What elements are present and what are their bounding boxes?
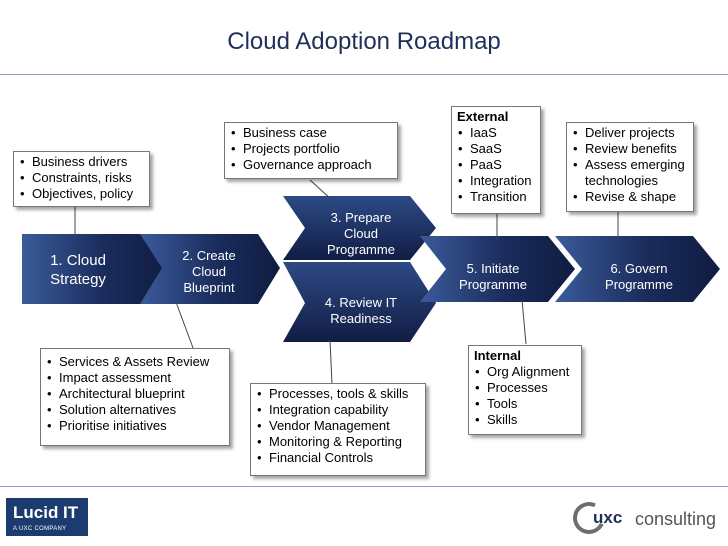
- list-item: Projects portfolio: [230, 141, 392, 157]
- list-item: Integration capability: [256, 402, 420, 418]
- arrow-step-5: [420, 236, 575, 302]
- list-item: SaaS: [457, 141, 535, 157]
- list-item: Governance approach: [230, 157, 392, 173]
- list-item: Vendor Management: [256, 418, 420, 434]
- list-item: Impact assessment: [46, 370, 224, 386]
- list-item: Processes, tools & skills: [256, 386, 420, 402]
- callout-deliver: Deliver projects Review benefits Assess …: [566, 122, 694, 212]
- internal-heading: Internal: [474, 348, 521, 363]
- list-item: IaaS: [457, 125, 535, 141]
- arrow-step-2: [140, 234, 280, 304]
- list-item: Skills: [474, 412, 576, 428]
- footer-divider: [0, 486, 728, 487]
- list-item: Transition: [457, 189, 535, 205]
- callout-processes: Processes, tools & skills Integration ca…: [250, 383, 426, 476]
- callout-line-services: [175, 301, 197, 357]
- callout-external: External IaaS SaaS PaaS Integration Tran…: [451, 106, 541, 214]
- list-item: Assess emerging technologies: [572, 157, 688, 189]
- external-heading: External: [457, 109, 509, 124]
- callout-line-case: [309, 179, 333, 201]
- callout-business: Business drivers Constraints, risks Obje…: [13, 151, 150, 207]
- list-item: Constraints, risks: [19, 170, 144, 186]
- callout-line-processes: [329, 339, 333, 385]
- list-item: Processes: [474, 380, 576, 396]
- list-item: Objectives, policy: [19, 186, 144, 202]
- callout-internal: Internal Org Alignment Processes Tools S…: [468, 345, 582, 435]
- list-item: Tools: [474, 396, 576, 412]
- list-item: Financial Controls: [256, 450, 420, 466]
- callout-services: Services & Assets Review Impact assessme…: [40, 348, 230, 446]
- title-divider: [0, 74, 728, 75]
- list-item: Integration: [457, 173, 535, 189]
- list-item: Services & Assets Review: [46, 354, 224, 370]
- list-item: Business case: [230, 125, 392, 141]
- list-item: Solution alternatives: [46, 402, 224, 418]
- list-item: Deliver projects: [572, 125, 688, 141]
- list-item: Business drivers: [19, 154, 144, 170]
- list-item: Revise & shape: [572, 189, 688, 205]
- lucid-it-logo: Lucid IT A UXC COMPANY: [6, 498, 88, 536]
- callout-line-internal: [521, 299, 527, 345]
- list-item: Architectural blueprint: [46, 386, 224, 402]
- arrow-step-3: [283, 196, 436, 260]
- list-item: Prioritise initiatives: [46, 418, 224, 434]
- list-item: Review benefits: [572, 141, 688, 157]
- list-item: Monitoring & Reporting: [256, 434, 420, 450]
- arrow-step-1: [22, 234, 171, 304]
- list-item: Org Alignment: [474, 364, 576, 380]
- arrow-step-4: [283, 262, 436, 342]
- page-title: Cloud Adoption Roadmap: [227, 28, 501, 55]
- list-item: PaaS: [457, 157, 535, 173]
- uxc-consulting-logo: uxc consulting: [568, 497, 723, 540]
- callout-business-case: Business case Projects portfolio Governa…: [224, 122, 398, 179]
- arrow-step-6: [555, 236, 720, 302]
